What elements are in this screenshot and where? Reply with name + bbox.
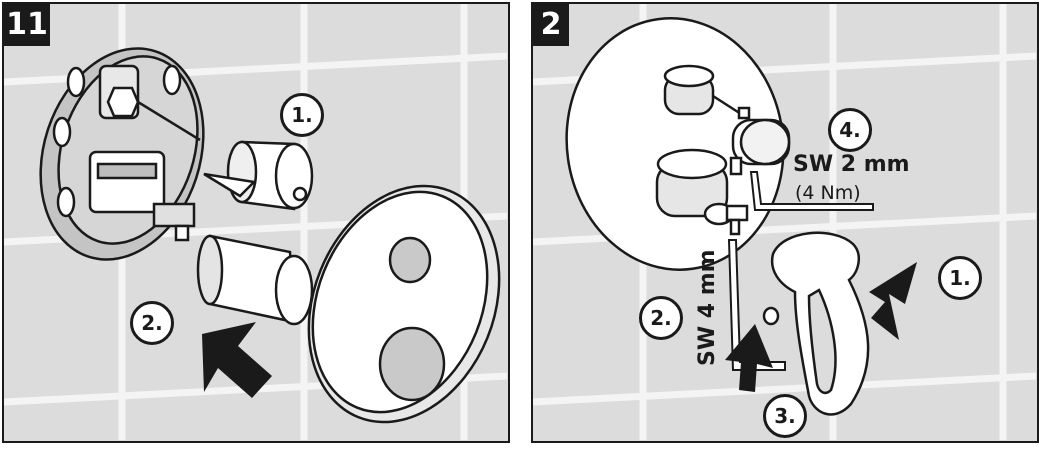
lever-handle	[762, 231, 870, 416]
disassembly-illustration	[4, 4, 507, 440]
cap-sleeve	[196, 234, 314, 326]
callout-step-1: 1.	[938, 256, 982, 300]
hex-key-large-size-label: SW 4 mm	[695, 249, 720, 366]
small-cap	[729, 118, 791, 176]
callout-step-2: 2.	[130, 301, 174, 345]
upper-knob	[663, 64, 751, 120]
callout-step-2: 2.	[639, 296, 683, 340]
callout-step-4: 4.	[828, 108, 872, 152]
step-number-badge: 2	[533, 4, 569, 46]
hex-key-small	[749, 171, 874, 211]
cover-plate	[307, 184, 501, 424]
cartridge-sleeve	[203, 140, 314, 211]
hex-key-small-size-label: SW 2 mm	[793, 152, 910, 177]
push-arrow-screw	[725, 324, 773, 392]
lower-knob	[655, 148, 749, 236]
assembly-illustration	[533, 4, 1036, 440]
callout-step-1: 1.	[280, 93, 324, 137]
callout-step-3: 3.	[763, 394, 807, 438]
step-panel-11: 11 1. 2.	[2, 2, 510, 443]
torque-label: (4 Nm)	[795, 182, 861, 204]
push-arrow-handle	[869, 262, 917, 340]
push-arrow	[202, 322, 272, 398]
valve-body	[88, 64, 201, 242]
step-panel-2: 2 1. 2. 3. 4. SW 2 mm (4 Nm) SW 4 mm	[531, 2, 1039, 443]
step-number-badge: 11	[4, 4, 50, 46]
